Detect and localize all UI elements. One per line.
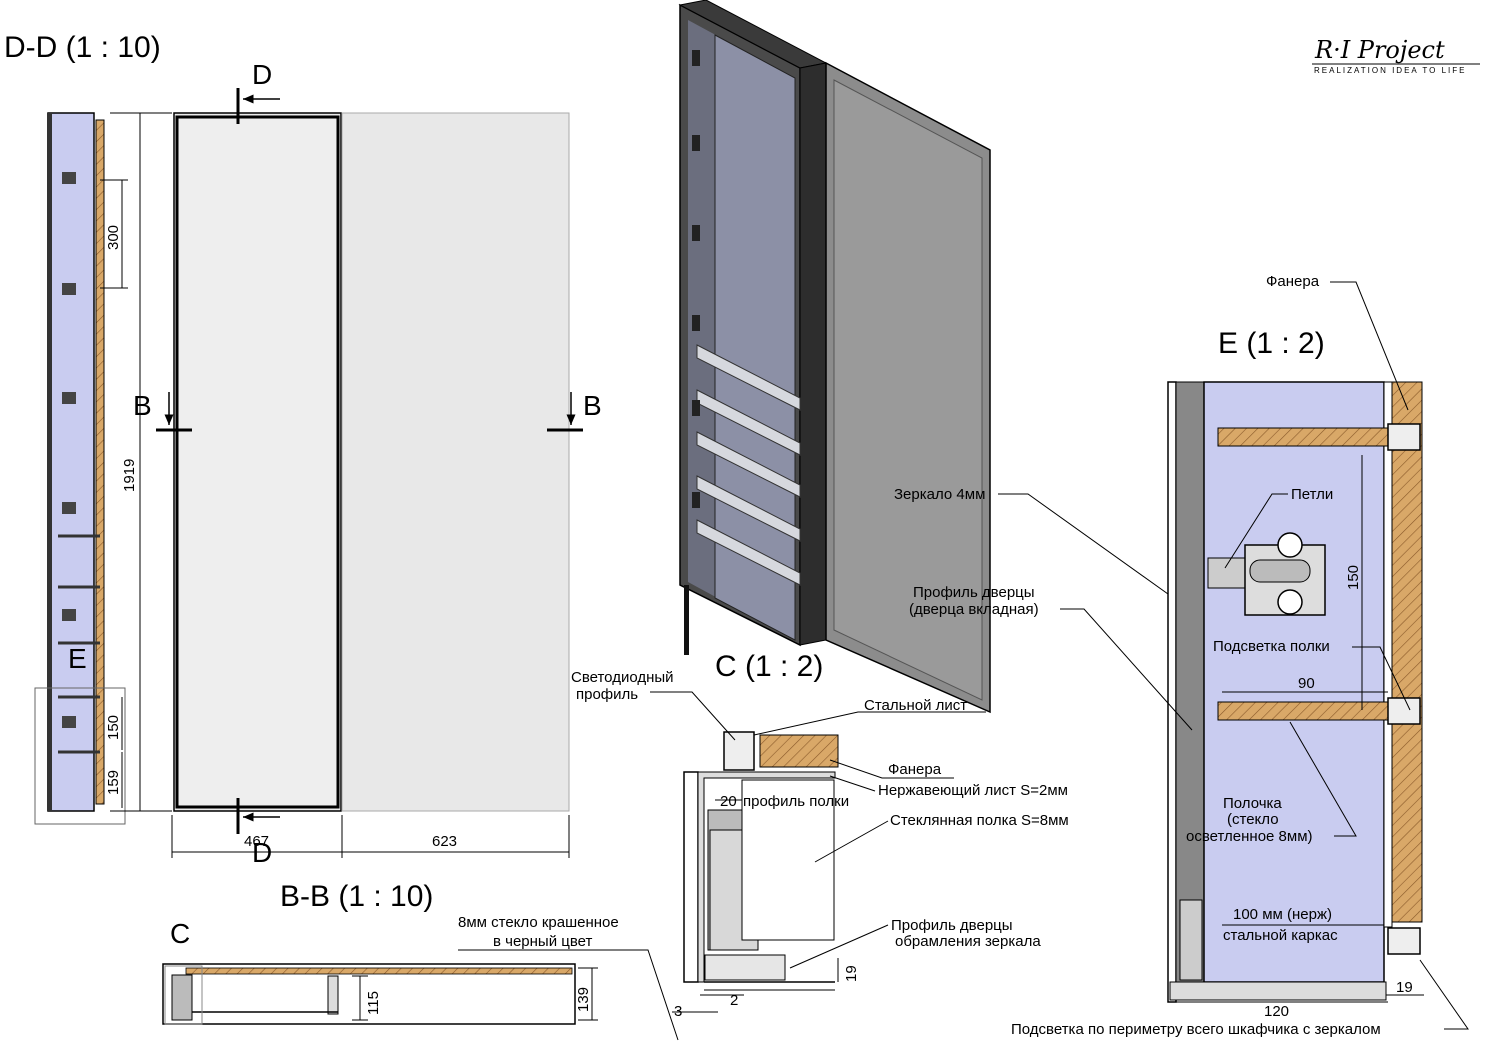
- label-led-profile-2: профиль: [576, 686, 638, 703]
- label-door-frame-2: обрамления зеркала: [895, 933, 1041, 950]
- section-mark-b-left: B: [133, 390, 152, 421]
- label-shelf-2: (стекло: [1227, 811, 1279, 828]
- label-door-frame-1: Профиль дверцы: [891, 917, 1013, 934]
- label-door-profile-1: Профиль дверцы: [913, 584, 1035, 601]
- dim-c-19: 19: [843, 965, 860, 982]
- label-hinges: Петли: [1291, 486, 1333, 503]
- label-plywood-e: Фанера: [1266, 273, 1320, 290]
- dd-dimensions-bottom: [171, 815, 570, 858]
- label-shelf-1: Полочка: [1223, 795, 1282, 812]
- company-logo: R·I Project REALIZATION IDEA TO LIFE: [1312, 36, 1480, 75]
- section-mark-e: E: [68, 643, 87, 674]
- logo-script: R·I Project: [1314, 36, 1445, 64]
- logo-tagline: REALIZATION IDEA TO LIFE: [1314, 66, 1466, 75]
- label-black-glass-1: 8мм стекло крашенное: [458, 914, 619, 931]
- dim-20: 20: [720, 793, 737, 810]
- label-perimeter-light: Подсветка по периметру всего шкафчика с …: [1011, 1021, 1381, 1038]
- label-door-profile-2: (дверца вкладная): [909, 601, 1039, 618]
- label-steel-frame-2: стальной каркас: [1223, 927, 1338, 944]
- label-stainless: Нержавеющий лист S=2мм: [878, 782, 1068, 799]
- dim-1919: 1919: [121, 459, 138, 492]
- view-title-dd: D-D (1 : 10): [4, 31, 161, 64]
- dim-300: 300: [105, 225, 122, 250]
- label-shelf-profile: профиль полки: [743, 793, 849, 810]
- label-black-glass-2: в черный цвет: [493, 933, 592, 950]
- label-glass-shelf: Стеклянная полка S=8мм: [890, 812, 1069, 829]
- dd-section-lines: [156, 88, 583, 834]
- label-steel-frame-1: 100 мм (нерж): [1233, 906, 1332, 923]
- e-detail-view: [1167, 381, 1424, 1003]
- dim-90: 90: [1298, 675, 1315, 692]
- label-shelf-light: Подсветка полки: [1213, 638, 1330, 655]
- dim-e-19: 19: [1396, 979, 1413, 996]
- section-mark-c: C: [170, 918, 190, 949]
- dim-150: 150: [105, 715, 122, 740]
- label-plywood-c: Фанера: [888, 761, 942, 778]
- bb-section-view: [162, 963, 598, 1025]
- section-mark-b-right: B: [583, 390, 602, 421]
- view-title-bb: B-B (1 : 10): [280, 880, 433, 913]
- dim-159: 159: [105, 770, 122, 795]
- section-mark-d-top: D: [252, 59, 272, 90]
- label-shelf-3: осветленное 8мм): [1186, 828, 1313, 845]
- dd-side-profile: E: [34, 112, 126, 825]
- cabinet-isometric: [678, 0, 991, 714]
- dim-623: 623: [432, 833, 457, 850]
- label-led-profile-1: Светодиодный: [571, 669, 674, 686]
- dim-115: 115: [365, 991, 382, 1015]
- c-detail-view: [672, 731, 839, 1013]
- dim-2: 2: [730, 992, 738, 1009]
- dim-3: 3: [674, 1003, 682, 1020]
- view-title-e: E (1 : 2): [1218, 327, 1325, 360]
- label-steel-sheet: Стальной лист: [864, 697, 967, 714]
- dd-dimensions-left: [100, 112, 172, 812]
- dd-front-view: [173, 112, 570, 812]
- dim-120: 120: [1264, 1003, 1289, 1020]
- dim-139: 139: [575, 987, 592, 1012]
- dim-e-150: 150: [1345, 565, 1362, 590]
- label-mirror: Зеркало 4мм: [894, 486, 985, 503]
- view-title-c: C (1 : 2): [715, 650, 823, 683]
- dim-467: 467: [244, 833, 269, 850]
